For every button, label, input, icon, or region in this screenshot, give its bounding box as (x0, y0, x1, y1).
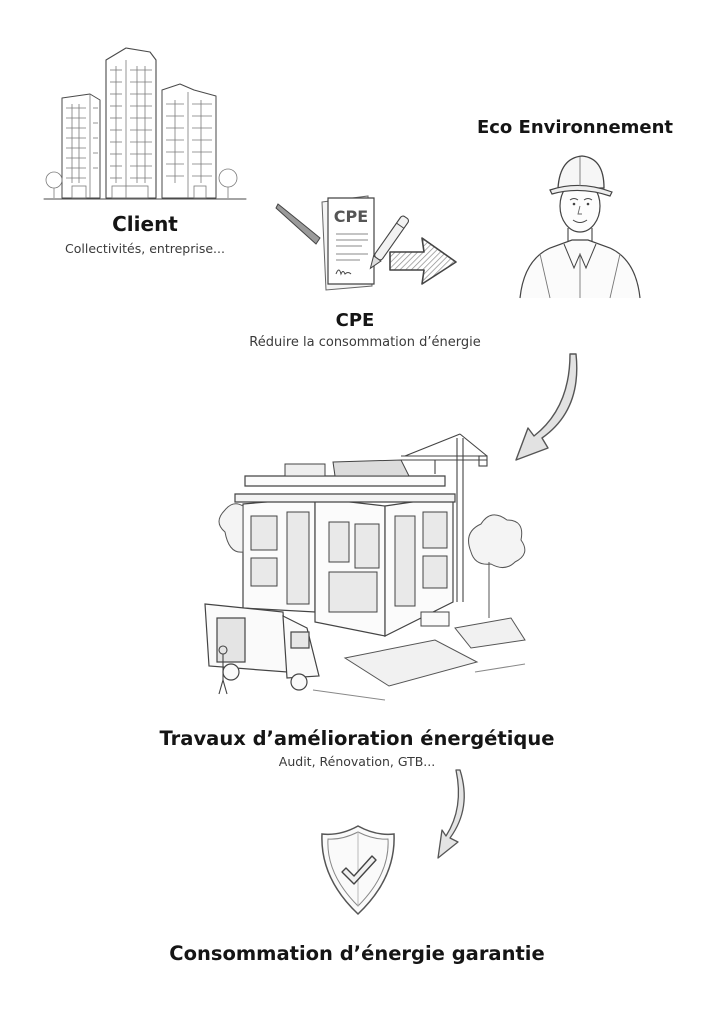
curved-arrow-icon (275, 203, 321, 245)
client-node: Client Collectivités, entreprise... (40, 38, 250, 268)
building-renovation-site-icon (204, 433, 526, 701)
shield-check-icon (321, 825, 395, 916)
client-title: Client (112, 212, 178, 236)
travaux-title: Travaux d’amélioration énergétique (159, 727, 555, 750)
curved-arrow-down-left-icon (437, 769, 465, 859)
travaux-subtitle: Audit, Rénovation, GTB... (278, 754, 436, 769)
arrow-right-icon (389, 237, 457, 285)
client-subtitle: Collectivités, entreprise... (65, 241, 225, 256)
eco-title: Eco Environnement (476, 117, 674, 138)
curved-arrow-down-left-icon (515, 353, 578, 461)
garantie-title: Consommation d’énergie garantie (169, 942, 545, 965)
document-label: CPE (334, 207, 368, 226)
office-buildings-icon (43, 47, 247, 200)
cpe-subtitle: Réduire la consommation d’énergie (249, 335, 481, 350)
engineer-hard-hat-icon (519, 155, 641, 299)
contract-document-icon: CPE (321, 195, 410, 291)
cpe-title: CPE (335, 310, 375, 331)
